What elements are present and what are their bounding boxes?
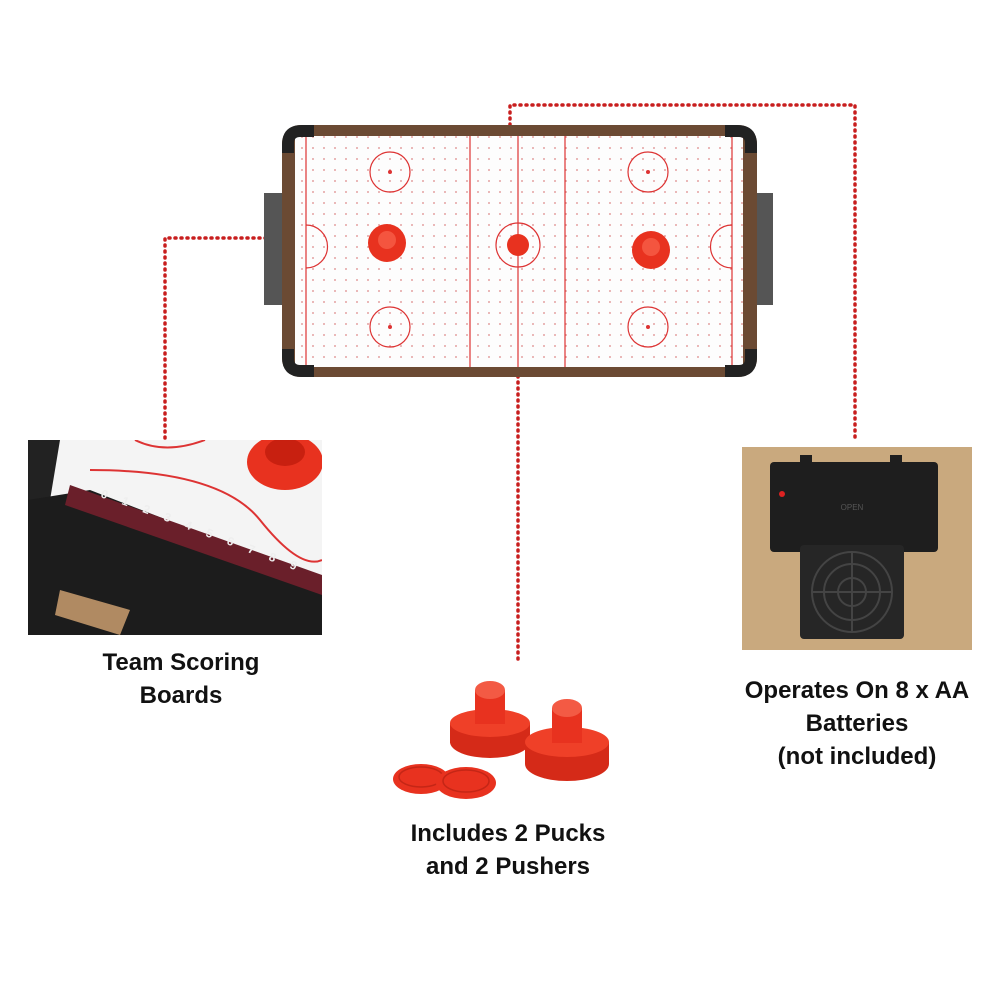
battery-box-label: OPEN — [841, 503, 864, 512]
caption-batteries: Operates On 8 x AA Batteries (not includ… — [717, 674, 997, 773]
score-digit: 4 — [183, 518, 194, 534]
score-digit: 8 — [267, 550, 278, 566]
callout-line-battery — [508, 103, 857, 442]
caption-line: (not included) — [777, 743, 937, 770]
caption-line: Includes 2 Pucks — [410, 820, 606, 847]
air-hockey-table — [264, 125, 773, 377]
score-digit: 6 — [225, 534, 236, 550]
caption-line: Operates On 8 x AA — [744, 677, 970, 704]
caption-line: Boards — [139, 682, 223, 709]
caption-line: Team Scoring — [102, 649, 260, 676]
score-digit: 3 — [162, 510, 173, 526]
caption-scoring-boards: Team Scoring Boards — [61, 646, 301, 712]
scoring-board-photo — [28, 440, 322, 635]
callout-line-scoring — [163, 236, 280, 442]
caption-pucks-pushers: Includes 2 Pucks and 2 Pushers — [368, 817, 648, 883]
puck — [436, 767, 496, 799]
puck — [393, 764, 449, 794]
score-digit: 0 — [99, 487, 110, 503]
puck — [507, 234, 529, 256]
caption-line: and 2 Pushers — [425, 853, 591, 880]
pucks-and-pushers-photo — [393, 681, 609, 799]
score-digit: 9 — [288, 558, 299, 574]
score-digit: 5 — [204, 526, 215, 542]
battery-box-photo — [742, 447, 972, 650]
score-digit: 2 — [141, 502, 152, 518]
score-digit: 1 — [120, 494, 131, 510]
score-digit: 7 — [246, 542, 257, 558]
caption-line: Batteries — [805, 710, 909, 737]
